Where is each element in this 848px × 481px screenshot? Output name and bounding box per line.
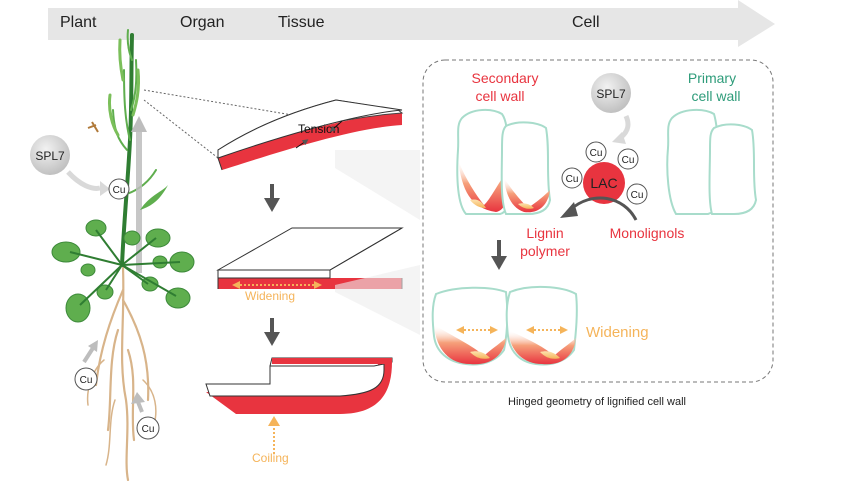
cell-panel-frame [422,59,774,383]
figure-caption: Hinged geometry of lignified cell wall [508,396,686,408]
plant-illustration [51,29,195,481]
cu-ion-cell-1 [585,141,607,163]
widened-cells [431,285,578,366]
primary-wall-cells [666,108,758,215]
cu-label: Cu [80,375,93,386]
secondary-wall-label-2: cell wall [475,88,524,104]
cu-label: Cu [622,155,635,166]
primary-wall-label-2: cell wall [691,88,740,104]
tissue-slab-tension: Tension [217,99,404,171]
zoom-shade-2 [335,265,420,335]
monolignol-to-lignin-arrow [568,196,638,221]
scale-arrow [48,0,775,47]
down-arrow-2 [264,318,280,346]
scale-label-organ: Organ [180,14,224,31]
lac-label: LAC [590,175,617,191]
secondary-wall-label-1: Secondary [472,70,539,86]
lignin-label-1: Lignin [526,225,563,241]
monolignols-label: Monolignols [610,225,685,241]
widening-label-tissue: Widening [245,289,295,303]
cu-ion-cell-3 [561,167,583,189]
spl7-ball [591,73,631,113]
tissue-slab-coiling: Coiling [205,357,393,465]
scale-label-cell: Cell [572,14,600,31]
scale-label-plant: Plant [60,14,97,31]
zoom-shade-1 [335,150,420,220]
spl7-label: SPL7 [35,149,65,163]
tension-label: Tension [298,122,339,136]
lac-enzyme [583,162,625,204]
cu-label: Cu [113,185,126,196]
cu-label: Cu [566,174,579,185]
cu-ion-root-1 [74,367,98,391]
cu-ion-root-2 [136,416,160,440]
primary-wall-label-1: Primary [688,70,736,86]
widening-label-cell: Widening [586,324,649,341]
coiling-label: Coiling [252,451,289,465]
cu-label: Cu [142,424,155,435]
scale-label-tissue: Tissue [278,14,325,31]
root-cu-ions: Cu Cu [74,340,160,440]
lignin-label-2: polymer [520,243,570,259]
zoom-lines-plant [143,89,311,159]
spl7-label: SPL7 [596,87,626,101]
scale-bar: Plant Organ Tissue Cell [48,0,775,47]
spl7-ball [30,135,70,175]
cu-ion-plant-1 [108,178,130,200]
spl7-to-cu-arrow [66,170,101,191]
secondary-wall-cells [456,108,552,215]
cu-label: Cu [590,148,603,159]
cell-spl7-group: SPL7 [591,73,631,144]
cu-ion-cell-4 [626,183,648,205]
down-arrow-cell [491,240,507,270]
down-arrow-1 [264,184,280,212]
lac-enzyme-group: LAC Cu Cu Cu Cu [560,141,648,221]
plant-spl7-group: SPL7 Cu [30,135,130,200]
cu-label: Cu [631,190,644,201]
cu-ion-cell-2 [617,148,639,170]
copper-transport-arrow [131,116,147,273]
roots [86,266,157,481]
